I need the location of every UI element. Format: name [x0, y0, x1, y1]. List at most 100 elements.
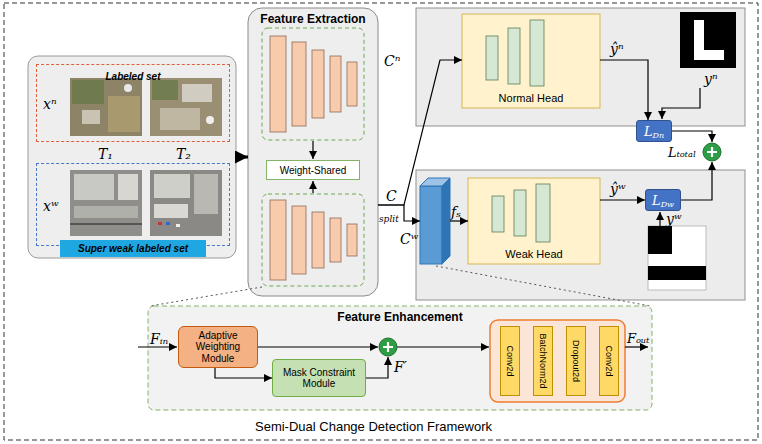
text-holder: Adaptive Weighting Module	[179, 327, 257, 367]
outer-border	[4, 3, 758, 440]
text-holder: xⁿ	[43, 95, 57, 113]
symbol-label: Fₒᵤₜ	[627, 331, 649, 346]
edge-label: ŷʷ	[610, 181, 625, 197]
outer-border	[4, 3, 758, 440]
text-holder: Dropout2d	[567, 327, 585, 395]
flow-arrow	[625, 346, 648, 347]
feature-block	[420, 178, 450, 264]
text-holder: Cʷ	[400, 230, 418, 248]
input-panel: T₁ T₂ Labeled set xⁿ xʷSuper weak labeled se…	[28, 56, 236, 258]
head-box: Weak Head	[468, 178, 600, 264]
text-holder: LDn	[637, 121, 671, 141]
encoder-bar	[347, 224, 357, 256]
symbol-label: yʷ	[666, 211, 681, 227]
node-label: L	[652, 193, 661, 208]
node-label: Conv2d	[604, 345, 614, 376]
node-label: BatchNorm2d	[538, 333, 548, 388]
satellite-image	[70, 170, 142, 236]
satellite-image	[150, 170, 222, 236]
flow-arrow	[258, 346, 378, 347]
satellite-image	[154, 204, 188, 218]
decoder-bar	[514, 190, 526, 236]
conv-layer-box: Dropout2d	[566, 326, 586, 396]
satellite-image	[118, 174, 138, 200]
symbol-label: split	[379, 214, 399, 224]
text-holder: ŷʷ	[610, 180, 625, 198]
link-line	[436, 266, 650, 306]
text-holder: Fᵢₙ	[150, 330, 168, 348]
decoder-bar	[486, 36, 498, 80]
node-label: xⁿ	[43, 96, 57, 112]
conv-group	[490, 320, 625, 402]
satellite-image	[70, 78, 142, 136]
ground-truth-mask	[648, 226, 706, 290]
satellite-image	[154, 174, 190, 198]
loss-arrow	[659, 212, 660, 226]
flow-arrow	[397, 346, 489, 347]
satellite-image	[158, 222, 162, 225]
node-label: Dropout2d	[571, 340, 581, 382]
encoder-bar	[330, 56, 341, 112]
connector-arrow	[600, 199, 645, 200]
node-label: Super weak labeled set	[78, 243, 188, 254]
node-label: Weak Head	[505, 248, 562, 260]
symbol-label: C	[386, 188, 397, 204]
encoder-group	[262, 28, 364, 286]
edge-label: fₛ	[451, 204, 461, 220]
ground-truth-mask	[694, 20, 724, 60]
enhancement-panel	[148, 306, 652, 410]
sum-circle	[383, 342, 393, 352]
node-label: Weight-Shared	[280, 165, 347, 176]
satellite-image	[70, 223, 142, 225]
node-label: Dn	[653, 131, 665, 140]
satellite-image	[160, 108, 200, 130]
node-label: Dw	[661, 200, 674, 209]
text-holder: ŷⁿ	[610, 40, 624, 58]
text-holder: F′	[394, 358, 407, 376]
satellite-image	[182, 84, 212, 102]
encoder-group	[262, 28, 364, 140]
feature-block: Cʷ	[420, 178, 450, 264]
satellite-image	[74, 206, 138, 218]
satellite-image	[166, 222, 170, 225]
link-line	[150, 266, 650, 306]
text-holder: Weak Head	[468, 244, 600, 262]
module-box: Mask Constraint Module	[272, 359, 366, 397]
satellite-image	[150, 78, 222, 136]
decoder-bar	[530, 20, 544, 86]
encoder-bar	[347, 62, 357, 106]
weak-set-box: xʷ	[36, 163, 230, 246]
head-box: Normal Head	[462, 14, 600, 108]
flow-arrow	[366, 357, 388, 378]
satellite-image	[82, 110, 100, 124]
text-holder: Feature Extraction	[248, 9, 378, 27]
text-holder: split	[379, 208, 399, 226]
encoder-bar	[312, 212, 324, 268]
head-box	[468, 178, 600, 264]
conv-layer-box: BatchNorm2d	[533, 326, 553, 396]
connector-arrow	[450, 220, 468, 221]
conv-group	[490, 320, 625, 402]
text-holder: Fₒᵤₜ	[627, 329, 649, 347]
node-label: Adaptive Weighting Module	[182, 330, 254, 365]
encoder-bar	[270, 36, 286, 132]
ground-truth-mask	[648, 226, 706, 290]
text-holder: Weight-Shared	[267, 161, 359, 179]
loss-arrow	[662, 88, 700, 119]
text-holder: T₁	[98, 145, 113, 163]
symbol-label: Lₜₒₜₐₗ	[668, 145, 696, 160]
text-holder: T₂	[176, 145, 191, 163]
encoder-group	[262, 194, 364, 286]
text-holder: Conv2d	[501, 327, 519, 395]
feature-block	[442, 178, 450, 264]
satellite-image	[194, 174, 218, 214]
decoder-bar	[492, 196, 504, 232]
link-line	[150, 287, 262, 306]
text-holder: Labeled set	[37, 66, 229, 84]
sum-circle	[703, 143, 721, 161]
text-holder: xʷ	[43, 197, 58, 215]
connector-arrow	[600, 60, 648, 120]
node-label: Feature Extraction	[260, 12, 365, 26]
loss-box: LDw	[645, 189, 681, 211]
satellite-image	[150, 170, 222, 236]
